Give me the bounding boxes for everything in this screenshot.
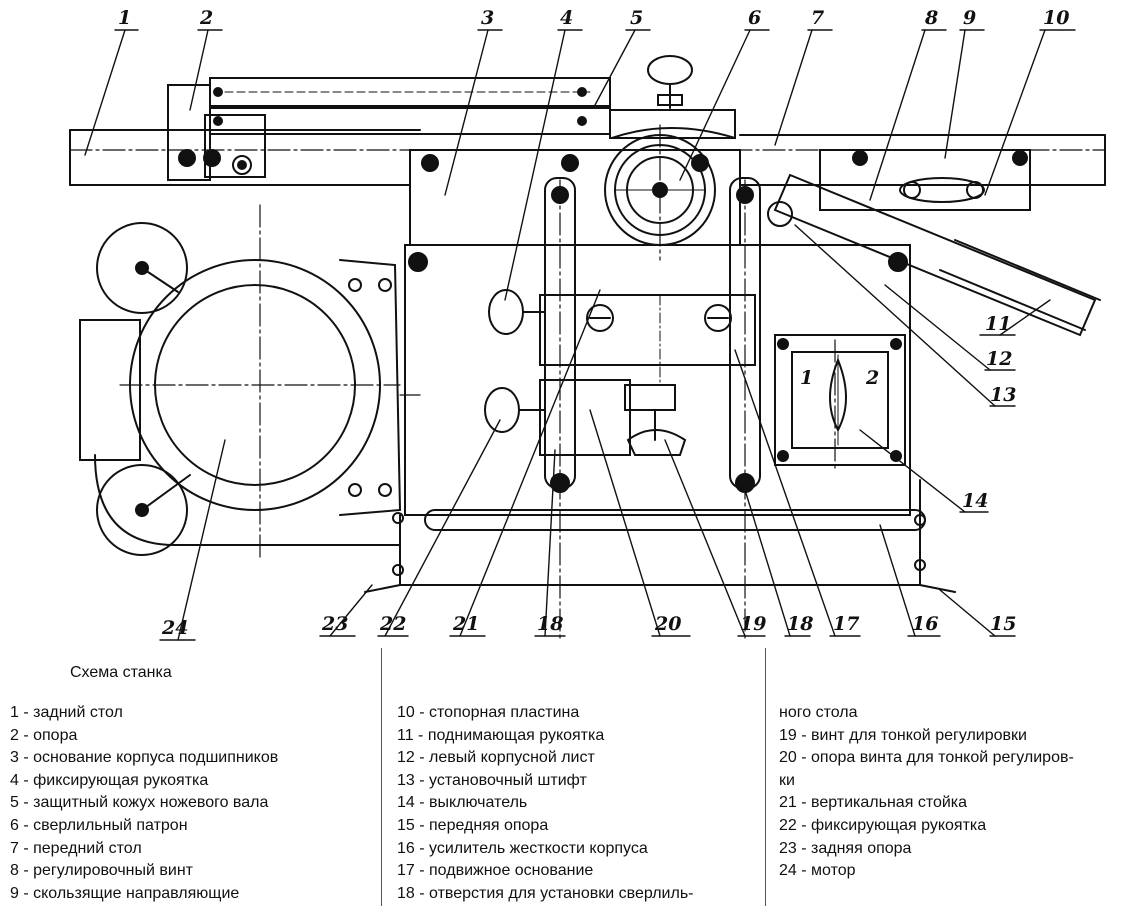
callout-18: 18 bbox=[537, 613, 563, 635]
lift-handle bbox=[767, 149, 1101, 337]
legend-item: 19 - винт для тонкой регулировки bbox=[779, 726, 1027, 744]
body-panel bbox=[404, 244, 911, 516]
vertical-posts bbox=[544, 177, 761, 493]
legend-item: 1 - задний стол bbox=[10, 704, 123, 721]
legend-item: 13 - установочный штифт bbox=[397, 771, 587, 789]
support-bracket bbox=[167, 84, 266, 181]
legend-column-2: 10 - стопорная пластина 11 - поднимающая… bbox=[397, 702, 757, 905]
legend-item: 5 - защитный кожух ножевого вала bbox=[10, 794, 269, 812]
callout-21: 21 bbox=[452, 613, 479, 635]
legend-column-3: ного стола 19 - винт для тонкой регулиро… bbox=[779, 702, 1134, 883]
legend-item: 9 - скользящие направляющие bbox=[10, 884, 240, 902]
leader-lines bbox=[84, 29, 1076, 641]
rear-table bbox=[69, 129, 421, 186]
callout-numbers: 1 2 3 4 5 6 7 8 9 10 11 12 13 14 15 16 1… bbox=[118, 7, 1069, 639]
callout-9: 9 bbox=[963, 7, 976, 29]
callout-8: 8 bbox=[924, 7, 938, 29]
rear-support bbox=[364, 512, 404, 593]
callout-23: 23 bbox=[321, 613, 348, 635]
legend-item: 2 - опора bbox=[10, 726, 78, 744]
legend-item: 8 - регулировочный винт bbox=[10, 862, 193, 880]
callout-2: 2 bbox=[199, 7, 213, 29]
callout-11: 11 bbox=[985, 313, 1011, 335]
legend-item: 21 - вертикальная стойка bbox=[779, 794, 968, 812]
front-support bbox=[399, 479, 956, 593]
callout-12: 12 bbox=[986, 348, 1012, 370]
legend-item: ки bbox=[779, 771, 795, 789]
legend-item: 16 - усилитель жесткости корпуса bbox=[397, 839, 648, 857]
callout-5: 5 bbox=[630, 7, 643, 29]
motor bbox=[79, 222, 402, 556]
switch-label-1: 1 bbox=[800, 367, 813, 389]
legend-item: 15 - передняя опора bbox=[397, 816, 549, 834]
callout-10: 10 bbox=[1043, 7, 1069, 29]
callout-15: 15 bbox=[990, 613, 1016, 635]
switch-box bbox=[774, 334, 906, 466]
body-stiffener bbox=[424, 509, 926, 531]
legend-item: 11 - поднимающая рукоятка bbox=[397, 726, 605, 744]
legend-item: 10 - стопорная пластина bbox=[397, 704, 580, 721]
callout-3: 3 bbox=[481, 7, 494, 29]
legend-item: 22 - фиксирующая рукоятка bbox=[779, 816, 987, 834]
callout-4: 4 bbox=[560, 7, 573, 29]
callout-24: 24 bbox=[161, 617, 188, 639]
callout-17: 17 bbox=[833, 613, 859, 635]
legend-item: 4 - фиксирующая рукоятка bbox=[10, 771, 209, 789]
callout-14: 14 bbox=[962, 490, 988, 512]
callout-22: 22 bbox=[379, 613, 406, 635]
legend-item: 3 - основание корпуса подшипников bbox=[10, 749, 279, 767]
legend-item: 23 - задняя опора bbox=[779, 839, 912, 857]
callout-6: 6 bbox=[748, 7, 761, 29]
callout-16: 16 bbox=[912, 613, 938, 635]
legend-item: 24 - мотор bbox=[779, 862, 856, 880]
lock-handle-lower bbox=[484, 387, 546, 433]
front-table bbox=[739, 134, 1106, 186]
callout-20: 20 bbox=[654, 613, 681, 635]
legend-item: 20 - опора винта для тонкой регулиров- bbox=[779, 749, 1074, 767]
legend-item: 6 - сверлильный патрон bbox=[10, 816, 188, 834]
callout-19: 19 bbox=[740, 613, 766, 635]
legend-item: 12 - левый корпусной лист bbox=[397, 749, 595, 767]
callout-7: 7 bbox=[811, 7, 824, 29]
figure-caption: Схема станка bbox=[70, 664, 172, 681]
callout-13: 13 bbox=[990, 384, 1016, 406]
legend-item: 18 - отверстия для установки сверлиль- bbox=[397, 884, 694, 902]
callout-1: 1 bbox=[118, 7, 131, 29]
column-divider-1 bbox=[381, 648, 382, 906]
callout-18b: 18 bbox=[787, 613, 813, 635]
guard-knob bbox=[647, 55, 693, 109]
legend-item: 14 - выключатель bbox=[397, 794, 528, 812]
legend-column-1: 1 - задний стол 2 - опора 3 - основание … bbox=[10, 702, 370, 905]
legend-item: 7 - передний стол bbox=[10, 839, 142, 857]
column-divider-2 bbox=[765, 648, 766, 906]
legend-item: ного стола bbox=[779, 704, 858, 721]
movable-base bbox=[539, 294, 756, 456]
lock-handle-upper bbox=[488, 289, 546, 335]
legend-item: 17 - подвижное основание bbox=[397, 862, 594, 880]
switch-label-2: 2 bbox=[865, 367, 879, 389]
machine-schematic: 1 2 bbox=[69, 7, 1106, 641]
